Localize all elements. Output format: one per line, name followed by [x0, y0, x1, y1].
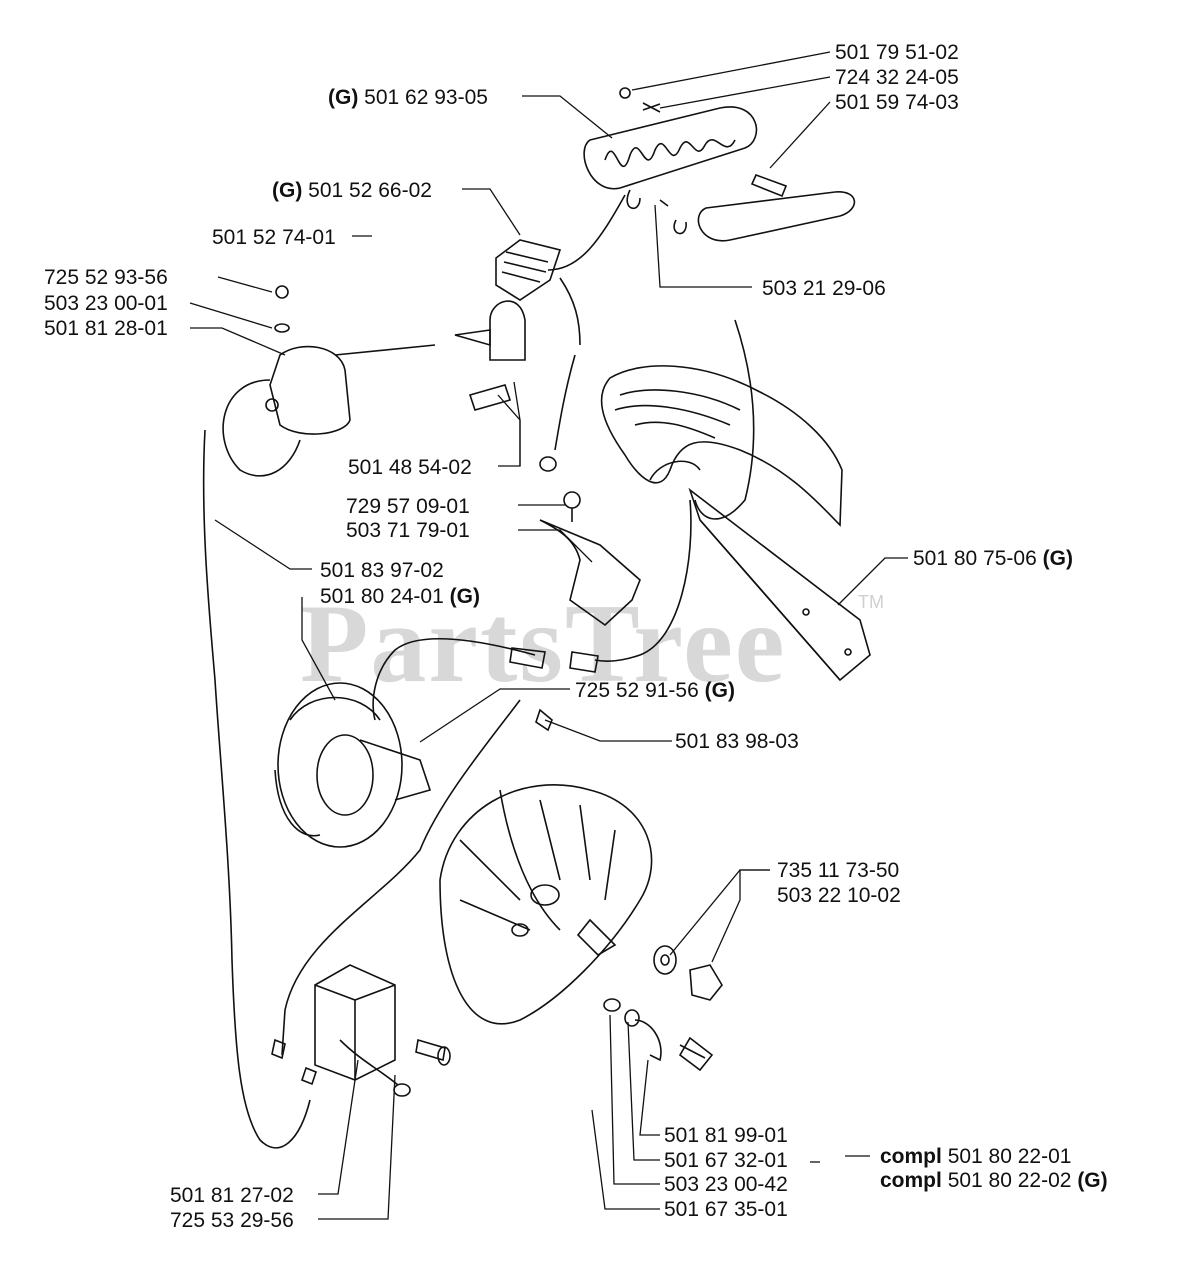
switch-block — [495, 194, 626, 472]
label-725529356: 725 52 93-56 — [44, 266, 168, 289]
label-501807506: 501 80 75-06 (G) — [913, 548, 1073, 569]
label-501485402: 501 48 54-02 — [348, 456, 472, 479]
label-725532956: 725 53 29-56 — [170, 1209, 294, 1232]
label-prefix-g: (G) — [272, 179, 303, 202]
label-prefix-g: (G) — [328, 86, 359, 109]
label-725529156: 725 52 91-56 (G) — [575, 680, 735, 701]
nut-washer — [603, 945, 723, 1072]
label-number: 501 80 22-01 — [947, 1145, 1072, 1168]
stator — [274, 682, 553, 1056]
label-number: 501 80 75-06 — [913, 547, 1037, 570]
label-503221002: 503 22 10-02 — [777, 884, 901, 907]
label-503212906: 503 21 29-06 — [762, 277, 886, 300]
label-number: 501 80 24-01 — [320, 585, 444, 608]
label-501795102: 501 79 51-02 — [835, 41, 959, 64]
watermark: PartsTree — [300, 582, 787, 706]
label-503717901: 503 71 79-01 — [346, 519, 470, 542]
label-compl-word: compl — [880, 1169, 942, 1192]
label-number: 725 52 91-56 — [575, 679, 699, 702]
label-501526602: (G) 501 52 66-02 — [272, 180, 432, 201]
label-501819901: 501 81 99-01 — [664, 1124, 788, 1147]
label-501673201: 501 67 32-01 — [664, 1149, 788, 1172]
label-suffix-g: (G) — [449, 585, 480, 608]
label-compl-word: compl — [880, 1145, 942, 1168]
label-501673501: 501 67 35-01 — [664, 1198, 788, 1221]
handle-tube — [600, 365, 871, 682]
ignition-module — [271, 964, 451, 1097]
label-number: 501 52 66-02 — [308, 179, 432, 202]
label-number: 501 62 93-05 — [364, 86, 488, 109]
label-501839803: 501 83 98-03 — [675, 730, 799, 753]
label-501597403: 501 59 74-03 — [835, 91, 959, 114]
heater-element — [583, 87, 856, 242]
label-729570901: 729 57 09-01 — [346, 495, 470, 518]
label-suffix-g: (G) — [1077, 1169, 1108, 1192]
label-735117350: 735 11 73-50 — [777, 859, 900, 882]
label-compl-501802201: compl 501 80 22-01 — [880, 1146, 1071, 1167]
label-501839702: 501 83 97-02 — [320, 559, 444, 582]
flywheel — [439, 784, 653, 1025]
label-501802401: 501 80 24-01 (G) — [320, 586, 480, 607]
label-503230042: 503 23 00-42 — [664, 1173, 788, 1196]
ignition-coil-wire — [202, 285, 436, 1149]
leader-lines — [189, 51, 908, 1220]
label-503230001: 503 23 00-01 — [44, 292, 168, 315]
label-suffix-g: (G) — [1042, 547, 1073, 570]
handle-wire — [372, 319, 755, 721]
label-501527401: 501 52 74-01 — [212, 226, 336, 249]
label-suffix-g: (G) — [704, 679, 735, 702]
watermark-trademark: TM — [858, 592, 884, 612]
label-501812702: 501 81 27-02 — [170, 1184, 294, 1207]
connectors — [509, 491, 641, 673]
label-501629305: (G) 501 62 93-05 — [328, 87, 488, 108]
label-number: 501 80 22-02 — [947, 1169, 1072, 1192]
label-501812801: 501 81 28-01 — [44, 317, 168, 340]
label-724322405: 724 32 24-05 — [835, 66, 959, 89]
label-compl-501802202: compl 501 80 22-02 (G) — [880, 1170, 1108, 1191]
plug-cap — [454, 300, 526, 411]
